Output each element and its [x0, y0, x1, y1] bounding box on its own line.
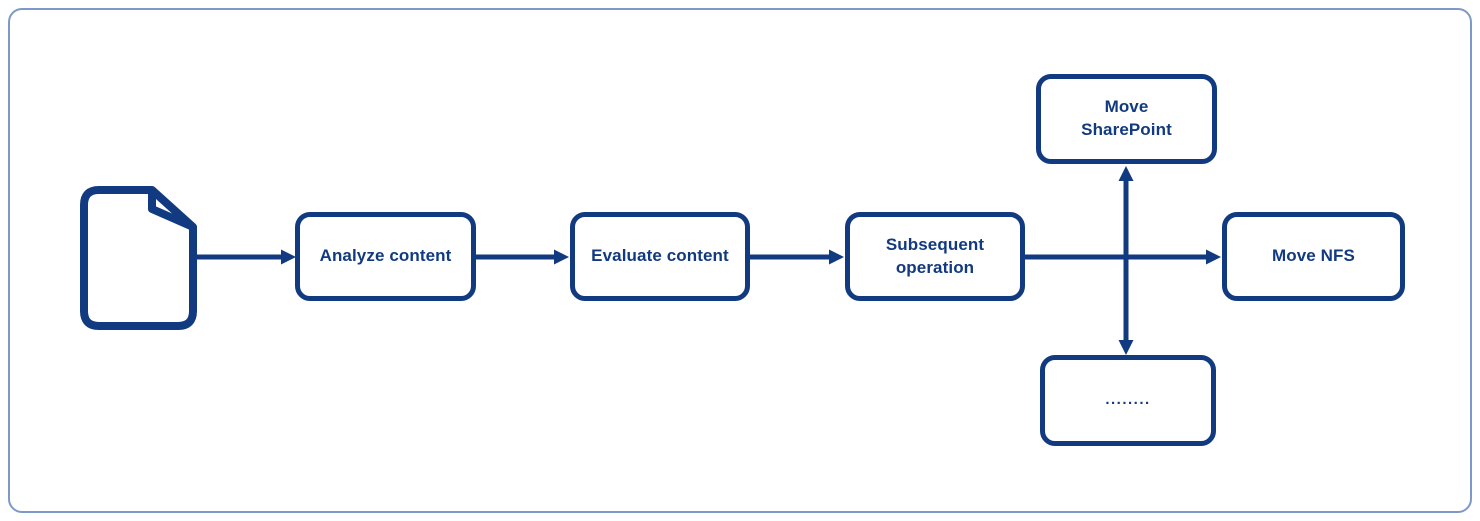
node-move-nfs: Move NFS: [1222, 212, 1405, 301]
node-analyze-content: Analyze content: [295, 212, 476, 301]
node-subsequent-operation-label: Subsequent operation: [885, 234, 985, 277]
node-evaluate-content: Evaluate content: [570, 212, 750, 301]
node-other-operations-label: ........: [1105, 391, 1151, 409]
node-move-nfs-label: Move NFS: [1272, 246, 1355, 266]
node-evaluate-content-label: Evaluate content: [591, 246, 729, 266]
node-analyze-content-label: Analyze content: [319, 246, 452, 266]
node-subsequent-operation: Subsequent operation: [845, 212, 1025, 301]
node-move-sharepoint: Move SharePoint: [1036, 74, 1217, 164]
document-node: [80, 186, 197, 330]
node-other-operations: ........: [1040, 355, 1216, 446]
outer-frame: [8, 8, 1472, 513]
document-icon: [80, 186, 197, 330]
node-move-sharepoint-label: Move SharePoint: [1081, 97, 1172, 139]
